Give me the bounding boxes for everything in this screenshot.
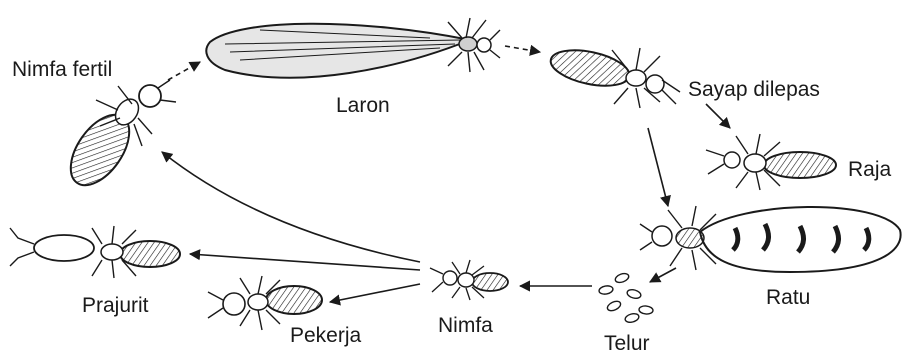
arrow-nymph-to-soldier	[190, 254, 420, 270]
soldier-termite	[10, 226, 180, 278]
label-nymph: Nimfa	[438, 314, 493, 337]
worker-termite	[208, 276, 322, 330]
arrow-dealate-to-queen	[648, 128, 668, 206]
label-queen: Ratu	[766, 286, 810, 309]
arrow-fertile-nymph-to-alate	[168, 62, 200, 80]
label-eggs: Telur	[604, 332, 650, 355]
arrow-queen-to-eggs	[650, 268, 676, 282]
queen-termite	[640, 206, 901, 272]
label-worker: Pekerja	[290, 324, 362, 347]
arrow-nymph-to-fertile-nymph	[162, 152, 420, 262]
label-dealate: Sayap dilepas	[688, 78, 820, 101]
arrow-nymph-to-worker	[330, 284, 420, 302]
king-termite	[706, 134, 836, 190]
fertile-nymph-termite	[59, 80, 176, 195]
arrow-dealate-to-king	[706, 104, 730, 128]
label-fertile-nymph: Nimfa fertil	[12, 58, 112, 81]
label-soldier: Prajurit	[82, 294, 149, 317]
label-king: Raja	[848, 158, 892, 181]
cycle-arrows	[162, 46, 730, 302]
eggs-cluster	[598, 272, 653, 324]
nymph-termite	[430, 260, 508, 300]
dealate-termite	[548, 44, 680, 108]
arrow-alate-to-dealate	[505, 46, 540, 52]
label-alate: Laron	[336, 94, 390, 117]
alate-termite	[206, 18, 500, 78]
